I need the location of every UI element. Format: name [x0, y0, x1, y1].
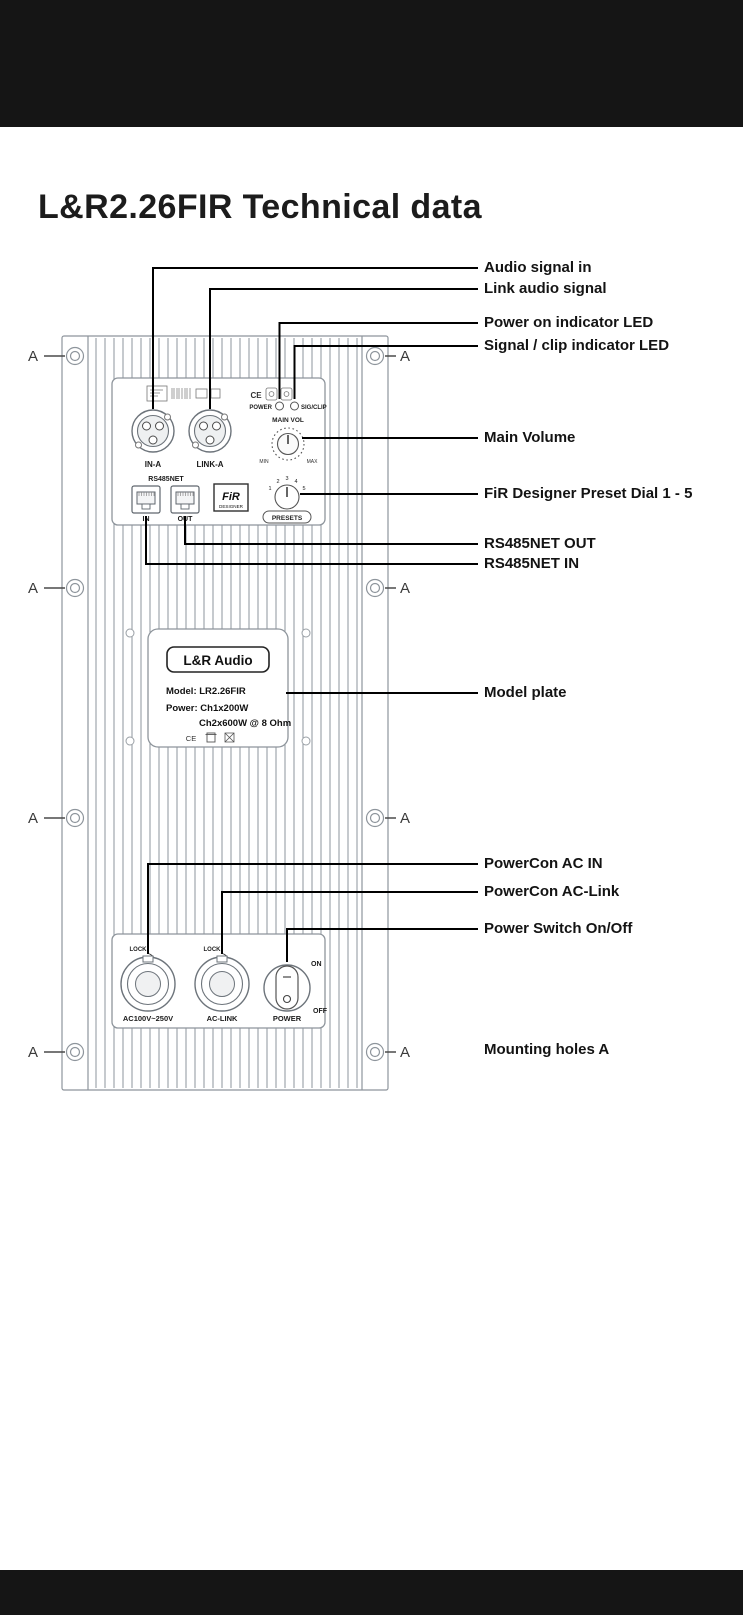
leader-powercon-ac-link: [221, 891, 478, 954]
callout-rs485net-in: RS485NET IN: [484, 555, 580, 572]
rs485net-in-jack: [131, 485, 161, 514]
callout-rs485net-out: RS485NET OUT: [484, 535, 596, 552]
callout-mounting-holes: Mounting holes A: [484, 1041, 610, 1058]
callout-leader-lines: [145, 267, 478, 962]
model-number: Model: LR2.26FIR: [166, 686, 246, 697]
rs485net-section: RS485NET IN OUT: [131, 476, 200, 523]
barcode-icon: [171, 388, 191, 399]
leader-power-switch: [286, 928, 478, 962]
letterbox-top-bar: [0, 0, 743, 127]
mount-label-a: A: [28, 580, 38, 597]
ce-mark: CE: [186, 734, 196, 743]
power-switch: ON OFF POWER: [263, 961, 328, 1023]
power-switch-label: POWER: [273, 1014, 302, 1023]
powercon-ac-in-connector: LOCK AC100V~250V: [120, 947, 176, 1023]
callout-power-led: Power on indicator LED: [484, 314, 654, 331]
leader-link-audio-signal: [209, 288, 478, 409]
mount-label-a: A: [400, 1044, 410, 1061]
xlr-link-a-connector: LINK-A: [188, 409, 232, 469]
mounting-hole-row: A A: [28, 346, 410, 366]
preset-3: 3: [285, 476, 288, 482]
mount-label-a: A: [400, 580, 410, 597]
callout-powercon-ac-in: PowerCon AC IN: [484, 855, 603, 872]
page-title: L&R2.26FIR Technical data: [38, 188, 482, 226]
mount-label-a: A: [28, 810, 38, 827]
callout-model-plate: Model plate: [484, 684, 567, 701]
power-rating-line2: Ch2x600W @ 8 Ohm: [199, 718, 291, 729]
switch-off-label: OFF: [313, 1008, 328, 1015]
callout-main-volume: Main Volume: [484, 429, 576, 446]
connector-panel: CE POWER SIG/CLIP MAIN VOL MIN MAX: [111, 377, 327, 526]
model-plate-cert-icons: CE: [186, 732, 235, 743]
preset-5: 5: [302, 486, 305, 492]
main-vol-label: MAIN VOL: [272, 417, 304, 424]
ac-in-label: AC100V~250V: [123, 1014, 173, 1023]
weee-bin-icon: [206, 732, 216, 743]
fir-logo-text: FiR: [222, 491, 240, 503]
mounting-hole-row: A A: [28, 808, 410, 828]
status-leds: POWER SIG/CLIP: [249, 401, 327, 411]
model-plate: L&R Audio Model: LR2.26FIR Power: Ch1x20…: [147, 628, 291, 748]
leader-rs485net-out: [184, 516, 478, 545]
mount-label-a: A: [28, 348, 38, 365]
power-led-label: POWER: [249, 405, 272, 411]
mounting-hole-row: A A: [28, 578, 410, 598]
xlr-link-a-label: LINK-A: [196, 460, 223, 469]
mounting-holes: A A A A A: [28, 346, 410, 1062]
leader-audio-signal-in: [152, 267, 478, 409]
rs485net-label: RS485NET: [148, 476, 184, 483]
xlr-in-a-label: IN-A: [145, 460, 162, 469]
leader-powercon-ac-in: [147, 863, 478, 954]
lock-label: LOCK: [130, 947, 148, 953]
power-rating-line1: Power: Ch1x200W: [166, 703, 248, 714]
preset-2: 2: [276, 479, 279, 485]
vol-max-label: MAX: [307, 459, 319, 465]
switch-on-label: ON: [311, 961, 322, 968]
preset-1: 1: [268, 486, 271, 492]
callout-link-audio-signal: Link audio signal: [484, 280, 607, 297]
cert-icon: [224, 732, 235, 743]
preset-4: 4: [294, 479, 297, 485]
callout-power-switch: Power Switch On/Off: [484, 920, 633, 937]
leader-rs485net-in: [145, 516, 478, 565]
ce-mark: CE: [250, 391, 262, 400]
leader-power-led: [278, 322, 478, 399]
designer-logo-text: DESIGNER: [219, 504, 244, 509]
callout-preset-dial: FiR Designer Preset Dial 1 - 5: [484, 485, 693, 502]
power-panel: LOCK AC100V~250V LOCK AC-LINK: [111, 933, 328, 1029]
lock-label: LOCK: [204, 947, 222, 953]
xlr-in-a-connector: IN-A: [131, 409, 175, 469]
mount-label-a: A: [400, 810, 410, 827]
callout-powercon-ac-link: PowerCon AC-Link: [484, 883, 620, 900]
mount-label-a: A: [400, 348, 410, 365]
callout-signal-clip-led: Signal / clip indicator LED: [484, 337, 670, 354]
presets-label: PRESETS: [272, 515, 303, 522]
mounting-hole-row: A A: [28, 1042, 410, 1062]
power-led: [275, 401, 284, 411]
powercon-ac-link-connector: LOCK AC-LINK: [194, 947, 250, 1023]
fir-designer-logo: FiR DESIGNER: [213, 483, 249, 512]
brand-name: L&R Audio: [183, 653, 252, 668]
leader-sig-clip-led: [293, 345, 478, 399]
presets-dial: 1 2 3 4 5 PRESETS: [262, 476, 312, 524]
sig-clip-led-label: SIG/CLIP: [301, 405, 327, 411]
ac-link-label: AC-LINK: [207, 1014, 238, 1023]
letterbox-bottom-bar: [0, 1570, 743, 1615]
callout-audio-signal-in: Audio signal in: [484, 259, 592, 276]
mount-label-a: A: [28, 1044, 38, 1061]
main-volume-knob: MAIN VOL MIN MAX: [259, 417, 318, 465]
signal-clip-led: [290, 401, 299, 411]
vol-min-label: MIN: [259, 459, 269, 465]
rs485net-out-jack: [170, 485, 200, 514]
